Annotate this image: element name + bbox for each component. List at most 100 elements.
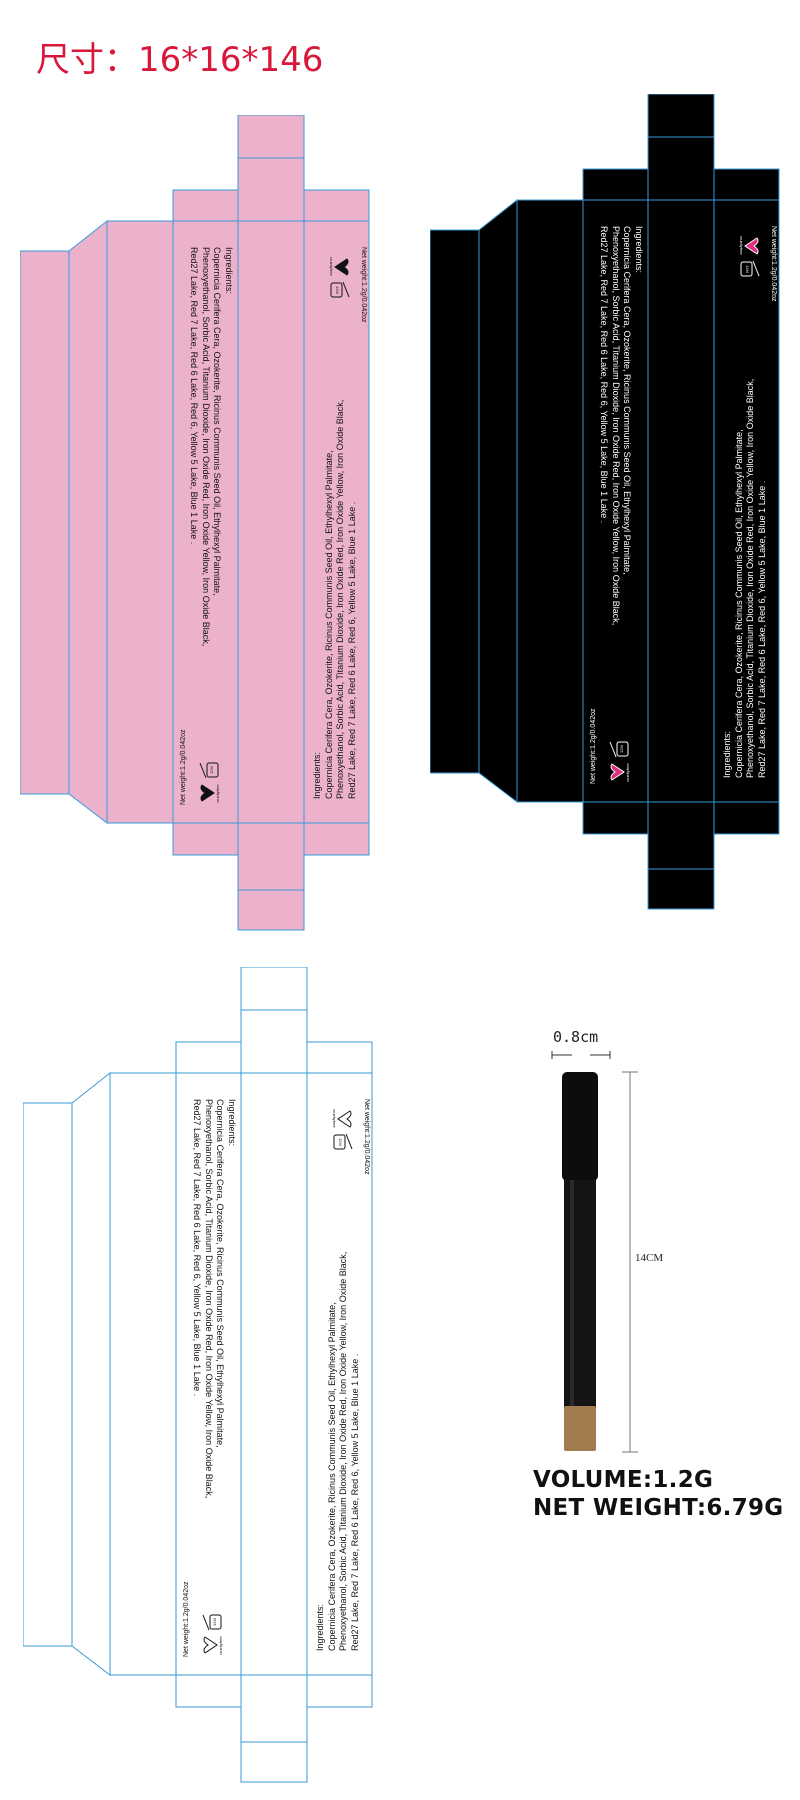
bottom-dust-flap xyxy=(172,822,239,856)
dieline-shape xyxy=(430,94,780,910)
cruelty-free-text: crueltyfree xyxy=(625,763,630,782)
ingredients-line: Ingredients: xyxy=(315,1603,325,1651)
net-weight-text: Net weight:1.2g/0.042oz xyxy=(363,1099,370,1175)
ingredients-line: Red27 Lake, Red 7 Lake, Red 6 Lake, Red … xyxy=(756,480,767,778)
jar-pao-icon xyxy=(199,762,219,779)
jar-pao-icon xyxy=(333,1133,353,1150)
dieline-shape xyxy=(23,967,373,1783)
pao-text: 12M xyxy=(619,745,624,753)
net-weight-text: Net weight:1.2g/0.042oz xyxy=(180,729,187,806)
back-panel xyxy=(303,220,370,824)
tapered-flap xyxy=(71,1071,111,1677)
bottom-dust-flap xyxy=(582,801,649,835)
cruelty-free-text: crueltyfree xyxy=(218,1636,223,1655)
bottom-dust-flap xyxy=(713,801,780,835)
ingredients-text-back: Ingredients:Copernicia Cerifera Cera, Oz… xyxy=(312,400,358,799)
net-weight-text: Net weight:1.2g/0.042oz xyxy=(183,1581,190,1658)
cruelty-free-text: crueltyfree xyxy=(332,1109,337,1128)
ingredients-line: Copernicia Cerifera Cera, Ozokerite, Ric… xyxy=(326,1302,337,1651)
top-closure xyxy=(237,157,305,222)
ingredients-line: Ingredients: xyxy=(224,247,234,295)
brand-logo-group: crueltyfree 12M xyxy=(608,738,632,784)
cruelty-free-heart-icon xyxy=(334,258,349,276)
pao-text: 12M xyxy=(745,265,750,273)
size-title: 尺寸：16*16*146 xyxy=(36,40,324,80)
glue-flap xyxy=(20,250,70,795)
jar-pao-icon xyxy=(609,741,629,758)
net-weight-label: NET WEIGHT:6.79G xyxy=(533,1495,784,1521)
ingredients-line: Copernicia Cerifera Cera, Ozokerite, Ric… xyxy=(733,429,744,778)
ingredients-line: Copernicia Cerifera Cera, Ozokerite, Ric… xyxy=(323,450,334,799)
ingredients-line: Phenoxyethanol, Sorbic Acid, Titanium Di… xyxy=(204,1099,214,1499)
top-dust-flap xyxy=(306,1041,373,1074)
bottom-tuck-tab xyxy=(237,889,305,931)
top-tuck-tab xyxy=(647,94,715,138)
side-panel xyxy=(647,199,715,803)
bottom-dust-flap xyxy=(303,822,370,856)
ingredients-line: Phenoxyethanol, Sorbic Acid, Titanium Di… xyxy=(611,226,621,626)
pencil-drawing xyxy=(551,1051,638,1453)
top-dust-flap xyxy=(303,189,370,222)
dieline-shape xyxy=(20,115,370,931)
cruelty-free-heart-icon xyxy=(203,1636,218,1654)
volume-label: VOLUME:1.2G xyxy=(533,1467,714,1493)
top-tuck-tab xyxy=(237,115,305,159)
side-panel xyxy=(516,199,584,803)
side-panel xyxy=(106,220,174,824)
brand-logo-group: crueltyfree 12M xyxy=(198,759,222,805)
bottom-dust-flap xyxy=(175,1674,242,1708)
jar-pao-icon xyxy=(202,1614,222,1631)
front-panel xyxy=(172,220,239,824)
ingredients-line: Copernicia Cerifera Cera, Ozokerite, Ric… xyxy=(622,226,633,575)
ingredients-line: Copernicia Cerifera Cera, Ozokerite, Ric… xyxy=(215,1099,226,1448)
length-label: 14CM xyxy=(635,1252,664,1264)
ingredients-line: Red27 Lake, Red 7 Lake, Red 6 Lake, Red … xyxy=(349,1353,360,1651)
cruelty-free-text: crueltyfree xyxy=(215,784,220,803)
top-dust-flap xyxy=(582,168,649,201)
front-panel xyxy=(175,1072,242,1676)
top-dust-flap xyxy=(713,168,780,201)
top-dust-flap xyxy=(175,1041,242,1074)
cruelty-free-heart-icon xyxy=(337,1110,352,1128)
top-dust-flap xyxy=(172,189,239,222)
cruelty-free-text: crueltyfree xyxy=(739,236,744,255)
glue-flap xyxy=(23,1102,73,1647)
ingredients-line: Ingredients: xyxy=(312,751,322,799)
jar-pao-icon xyxy=(740,260,760,277)
ingredients-text-front: Ingredients:Copernicia Cerifera Cera, Oz… xyxy=(598,226,645,626)
width-dimension xyxy=(551,1051,611,1059)
ingredients-line: Red27 Lake, Red 7 Lake, Red 6 Lake, Red … xyxy=(346,501,357,799)
pencil-cap xyxy=(562,1072,598,1181)
product-illustration: 0.8cm 14CM xyxy=(520,1020,800,1800)
ingredients-line: Phenoxyethanol, Sorbic Acid, Titanium Di… xyxy=(335,399,345,799)
top-closure xyxy=(240,1009,308,1074)
ingredients-text-back: Ingredients:Copernicia Cerifera Cera, Oz… xyxy=(722,379,768,778)
top-tuck-tab xyxy=(240,967,308,1011)
net-weight-text: Net weight:1.2g/0.042oz xyxy=(360,247,367,323)
cruelty-free-heart-icon xyxy=(610,763,625,781)
pao-text: 12M xyxy=(209,766,214,774)
ingredients-line: Phenoxyethanol, Sorbic Acid, Titanium Di… xyxy=(745,378,755,778)
tapered-flap xyxy=(478,198,518,804)
ingredients-line: Red27 Lake, Red 7 Lake, Red 6 Lake, Red … xyxy=(192,1099,203,1397)
pencil-tip xyxy=(564,1406,596,1451)
bottom-tuck-tab xyxy=(240,1741,308,1783)
jar-pao-icon xyxy=(330,281,350,298)
bottom-closure xyxy=(647,801,715,870)
box-dieline-outline: Ingredients:Copernicia Cerifera Cera, Oz… xyxy=(23,967,373,1785)
ingredients-text-front: Ingredients:Copernicia Cerifera Cera, Oz… xyxy=(188,247,235,646)
ingredients-line: Phenoxyethanol, Sorbic Acid, Titanium Di… xyxy=(338,1251,348,1651)
box-dieline-black: Ingredients:Copernicia Cerifera Cera, Oz… xyxy=(430,94,780,912)
cruelty-free-heart-icon xyxy=(744,237,759,255)
side-panel xyxy=(237,220,305,824)
ingredients-line: Copernicia Cerifera Cera, Ozokerite, Ric… xyxy=(212,247,223,596)
bottom-tuck-tab xyxy=(647,868,715,910)
bottom-closure xyxy=(237,822,305,891)
bottom-dust-flap xyxy=(306,1674,373,1708)
cruelty-free-text: crueltyfree xyxy=(329,257,334,276)
ingredients-text-back: Ingredients:Copernicia Cerifera Cera, Oz… xyxy=(315,1252,361,1651)
back-panel xyxy=(713,199,780,803)
